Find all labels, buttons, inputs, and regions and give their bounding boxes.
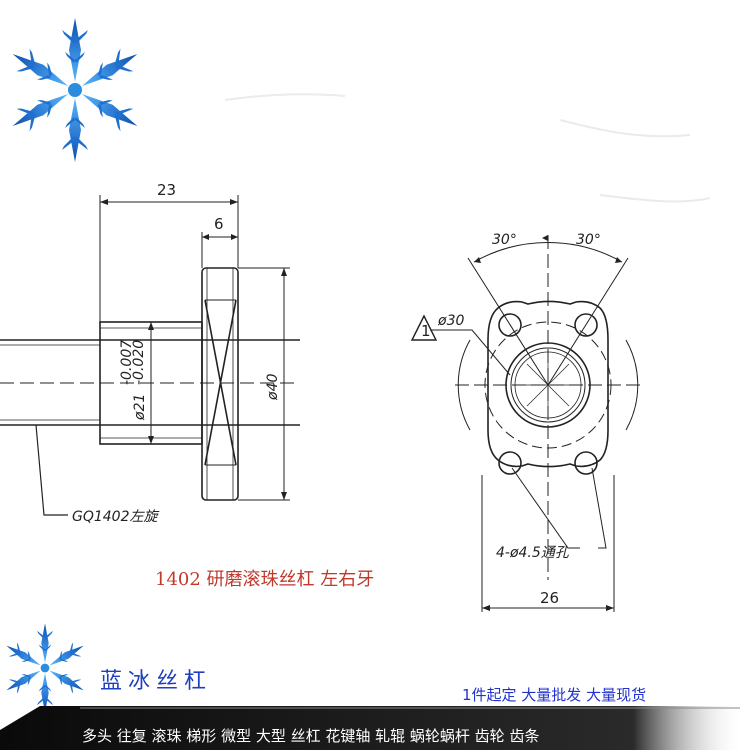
left-view-labels: 23 6 ø40 ø21 -0.007 -0.020 GQ1402左旋 <box>72 181 281 525</box>
angle-right-label: 30° <box>576 232 601 248</box>
dim-body-tol-upper: -0.007 <box>119 340 135 385</box>
dim-flange-diameter: ø40 <box>265 374 281 401</box>
product-caption: 1402 研磨滚珠丝杠 左右牙 <box>155 569 374 590</box>
brand-name: 蓝冰丝杠 <box>100 669 212 694</box>
angle-left-label: 30° <box>492 232 517 248</box>
width-label: 26 <box>540 589 559 607</box>
warning-triangle-icon: 1 <box>410 314 438 341</box>
product-strip-text: 多头 往复 滚珠 梯形 微型 大型 丝杠 花键轴 轧辊 蜗轮蜗杆 齿轮 齿条 <box>82 727 539 745</box>
pcd-label: ø30 <box>437 313 464 329</box>
watermark <box>224 93 711 203</box>
svg-text:1: 1 <box>421 322 431 340</box>
right-view-labels: 30° 30° ø30 4-ø4.5通孔 26 <box>437 232 601 607</box>
right-view-drawing <box>430 235 640 612</box>
dim-body-diameter: ø21 <box>132 394 148 421</box>
snowflake-small-icon <box>2 623 88 713</box>
dim-total-length: 23 <box>157 181 176 199</box>
product-strip: 多头 往复 滚珠 梯形 微型 大型 丝杠 花键轴 轧辊 蜗轮蜗杆 齿轮 齿条 <box>0 706 745 750</box>
dim-body-tol-lower: -0.020 <box>131 340 147 385</box>
left-view-drawing <box>0 195 300 516</box>
holes-label: 4-ø4.5通孔 <box>496 545 570 561</box>
dim-flange-width: 6 <box>214 215 224 233</box>
promo-text: 1件起定 大量批发 大量现货 <box>462 686 646 704</box>
snowflake-logo-icon <box>6 18 144 162</box>
screw-label: GQ1402左旋 <box>72 509 159 525</box>
